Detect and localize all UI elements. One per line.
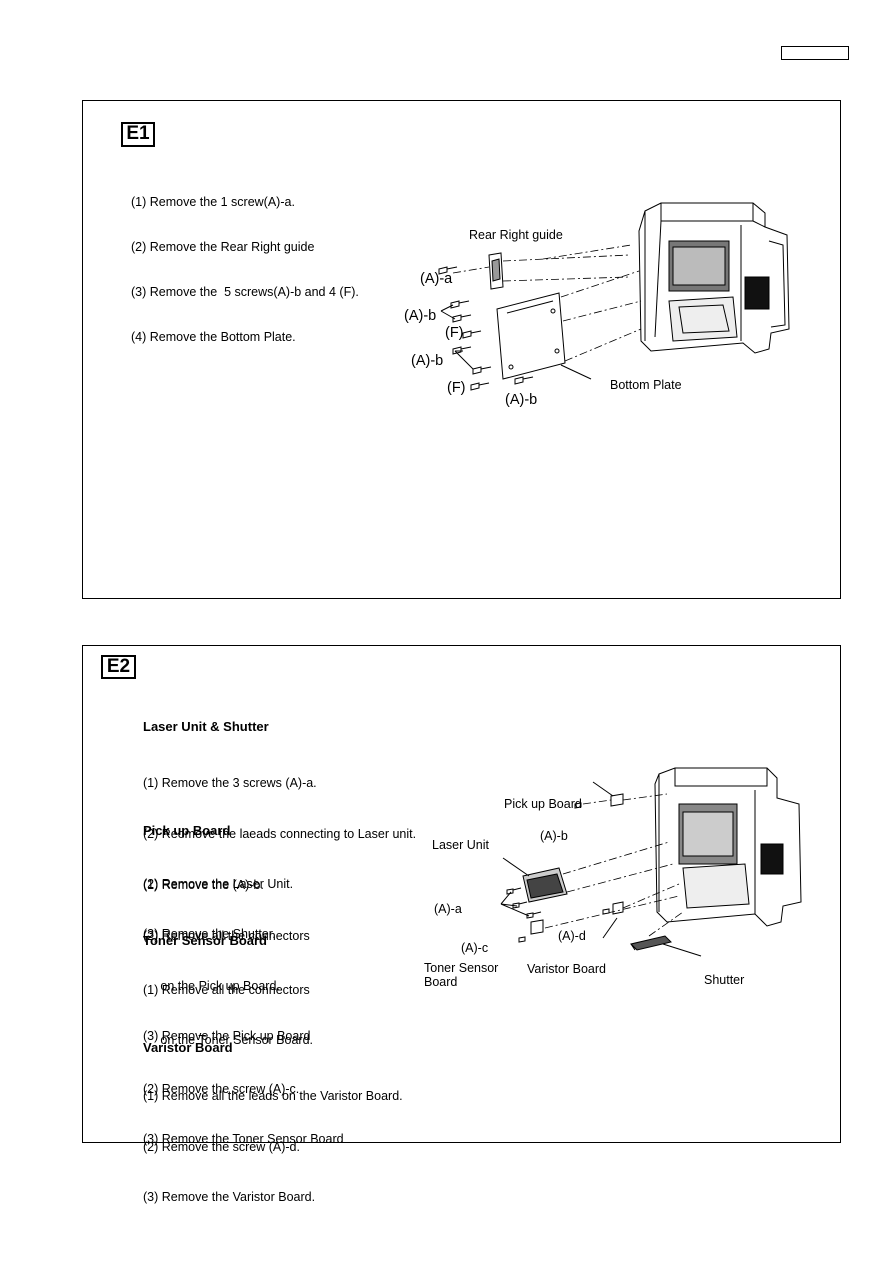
section-steps: (1) Remove all the leads on the Varistor… xyxy=(143,1055,403,1239)
step: (2) Remove the screw (A)-d. xyxy=(143,1139,300,1154)
pick-up-board xyxy=(610,793,624,807)
step: (2) Reomove the laeads connecting to Las… xyxy=(143,826,417,841)
callout-a-b: (A)-b xyxy=(505,392,538,408)
step: (1) Remove all the connectors xyxy=(143,983,310,997)
step: (3) Remove the Varistor Board. xyxy=(143,1189,316,1204)
step: (1) Remove the (A)-b. xyxy=(143,878,264,893)
step: (1) Remove the 3 screws (A)-a. xyxy=(143,776,317,791)
bottom-plate xyxy=(496,292,566,380)
e1-step: (2) Remove the Rear Right guide xyxy=(131,240,315,254)
page-number-box xyxy=(781,46,849,60)
callout-f: (F) xyxy=(445,325,464,341)
step: (2) Remove the screw (A)-c. xyxy=(143,1082,300,1096)
step: (3) Remove the Toner Sensor Board xyxy=(143,1131,344,1146)
step: (3) Remove the Shutter. xyxy=(143,926,276,941)
varistor-board xyxy=(612,901,624,915)
section-heading: Toner Sensor Board xyxy=(143,933,268,948)
e1-step: (4) Remove the Bottom Plate. xyxy=(131,330,296,344)
panel-e1: E1 (1) Remove the 1 screw(A)-a. (2) Remo… xyxy=(82,100,841,599)
callout-a-b: (A)-b xyxy=(404,308,437,324)
callout-a-a: (A)-a xyxy=(420,271,453,287)
callout-f: (F) xyxy=(447,380,466,396)
step: (2) Remove the Laser Unit. xyxy=(143,876,294,891)
e1-exploded-diagram xyxy=(438,202,790,391)
callout-varistor-board: Varistor Board xyxy=(527,962,606,976)
callout-a-a: (A)-a xyxy=(434,902,462,916)
step: on the Pick up Board. xyxy=(143,978,280,993)
section-steps: (1) Remove the (A)-b. (2) Remove all the… xyxy=(143,844,310,1078)
section-heading: Varistor Board xyxy=(143,1040,233,1055)
callout-rear-right-guide: Rear Right guide xyxy=(469,228,563,242)
callout-pick-up-board: Pick up Board xyxy=(504,797,582,811)
panel-e2: E2 Laser Unit & Shutter (1) Remove the 3… xyxy=(82,645,841,1204)
screws xyxy=(438,266,534,391)
section-steps: (1) Remove the 3 screws (A)-a. (2) Reomo… xyxy=(143,742,416,976)
step-label-e2: E2 xyxy=(101,655,136,679)
step-label-e1: E1 xyxy=(121,122,155,147)
step: (2) Remove all the connectors xyxy=(143,928,310,943)
callout-a-d: (A)-d xyxy=(558,929,586,943)
callout-bottom-plate: Bottom Plate xyxy=(610,378,682,392)
callout-toner-sensor-board: Toner Sensor Board xyxy=(424,961,499,989)
callout-a-c: (A)-c xyxy=(461,941,489,955)
callout-a-b: (A)-b xyxy=(540,829,568,843)
e1-steps: (1) Remove the 1 screw(A)-a. (2) Remove … xyxy=(131,165,359,375)
step: (1) Remove all the leads on the Varistor… xyxy=(143,1089,403,1104)
shutter xyxy=(630,935,672,951)
callout-shutter: Shutter xyxy=(704,973,745,987)
toner-sensor-board xyxy=(530,919,544,935)
callout-a-b: (A)-b xyxy=(411,353,444,369)
section-heading: Pick up Board xyxy=(143,823,231,838)
e1-step: (3) Remove the 5 screws(A)-b and 4 (F). xyxy=(131,285,359,299)
callout-laser-unit: Laser Unit xyxy=(432,838,489,852)
e2-exploded-diagram xyxy=(500,767,802,957)
step: (3) Remove the Pick up Board xyxy=(143,1028,311,1043)
e1-step: (1) Remove the 1 screw(A)-a. xyxy=(131,195,295,209)
step: on the Toner Sensor Board. xyxy=(143,1032,314,1047)
section-steps: (1) Remove all the connectors on the Ton… xyxy=(143,949,344,1180)
section-heading: Laser Unit & Shutter xyxy=(143,719,269,734)
